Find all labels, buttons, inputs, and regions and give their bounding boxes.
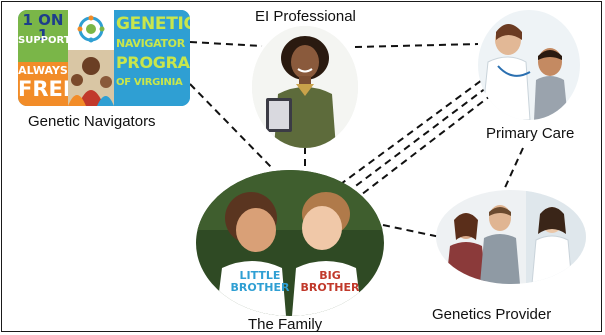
connector-family-primary-1 xyxy=(329,79,483,193)
ei-professional-photo xyxy=(252,26,358,148)
logo-orange-block xyxy=(18,62,68,106)
logo-mark-icon xyxy=(77,15,105,43)
logo-line-3: ALWAYS xyxy=(18,64,68,77)
the-family-photo: LITTLE BROTHER BIG BROTHER xyxy=(196,170,384,316)
genetics-provider-label: Genetics Provider xyxy=(432,306,552,323)
connector-ei-primary xyxy=(354,43,479,48)
logo-title-1: GENETIC xyxy=(116,14,190,34)
logo-center-panel xyxy=(68,10,114,106)
connector-family-genetics xyxy=(382,224,441,238)
connector-family-primary-3 xyxy=(343,95,491,209)
connector-family-primary-2 xyxy=(336,87,487,201)
logo-line-1: 1 ON 1 xyxy=(22,11,64,44)
connector-navigators-family xyxy=(189,83,273,169)
logo-title-4: OF VIRGINIA xyxy=(116,77,183,88)
ei-professional-label: EI Professional xyxy=(255,8,356,25)
primary-care-label: Primary Care xyxy=(486,125,575,142)
logo-line-4: FREE xyxy=(18,77,78,101)
logo-green-block xyxy=(18,10,68,34)
big-brother-shirt-text: BIG BROTHER xyxy=(300,269,360,294)
genetic-navigators-logo: 1 ON 1 SUPPORT ALWAYS FREE xyxy=(18,10,190,106)
genetic-navigators-label: Genetic Navigators xyxy=(28,113,156,130)
logo-family-photo xyxy=(68,10,114,106)
little-brother-shirt-text: LITTLE BROTHER xyxy=(230,269,290,294)
logo-green-block-2 xyxy=(18,34,68,62)
the-family-label: The Family xyxy=(248,316,323,333)
genetics-provider-photo xyxy=(436,190,586,284)
primary-care-photo xyxy=(478,10,580,120)
logo-title-2: NAVIGATOR xyxy=(116,37,185,50)
logo-right-panel: GENETIC NAVIGATOR PROGRAM OF VIRGINIA xyxy=(114,10,190,106)
logo-line-2: SUPPORT xyxy=(18,35,71,46)
connector-navigators-ei xyxy=(189,41,263,47)
logo-title-3: PROGRAM xyxy=(116,53,190,72)
logo-left-panel: 1 ON 1 SUPPORT ALWAYS FREE xyxy=(18,10,78,106)
connector-primary-genetics xyxy=(502,147,524,193)
